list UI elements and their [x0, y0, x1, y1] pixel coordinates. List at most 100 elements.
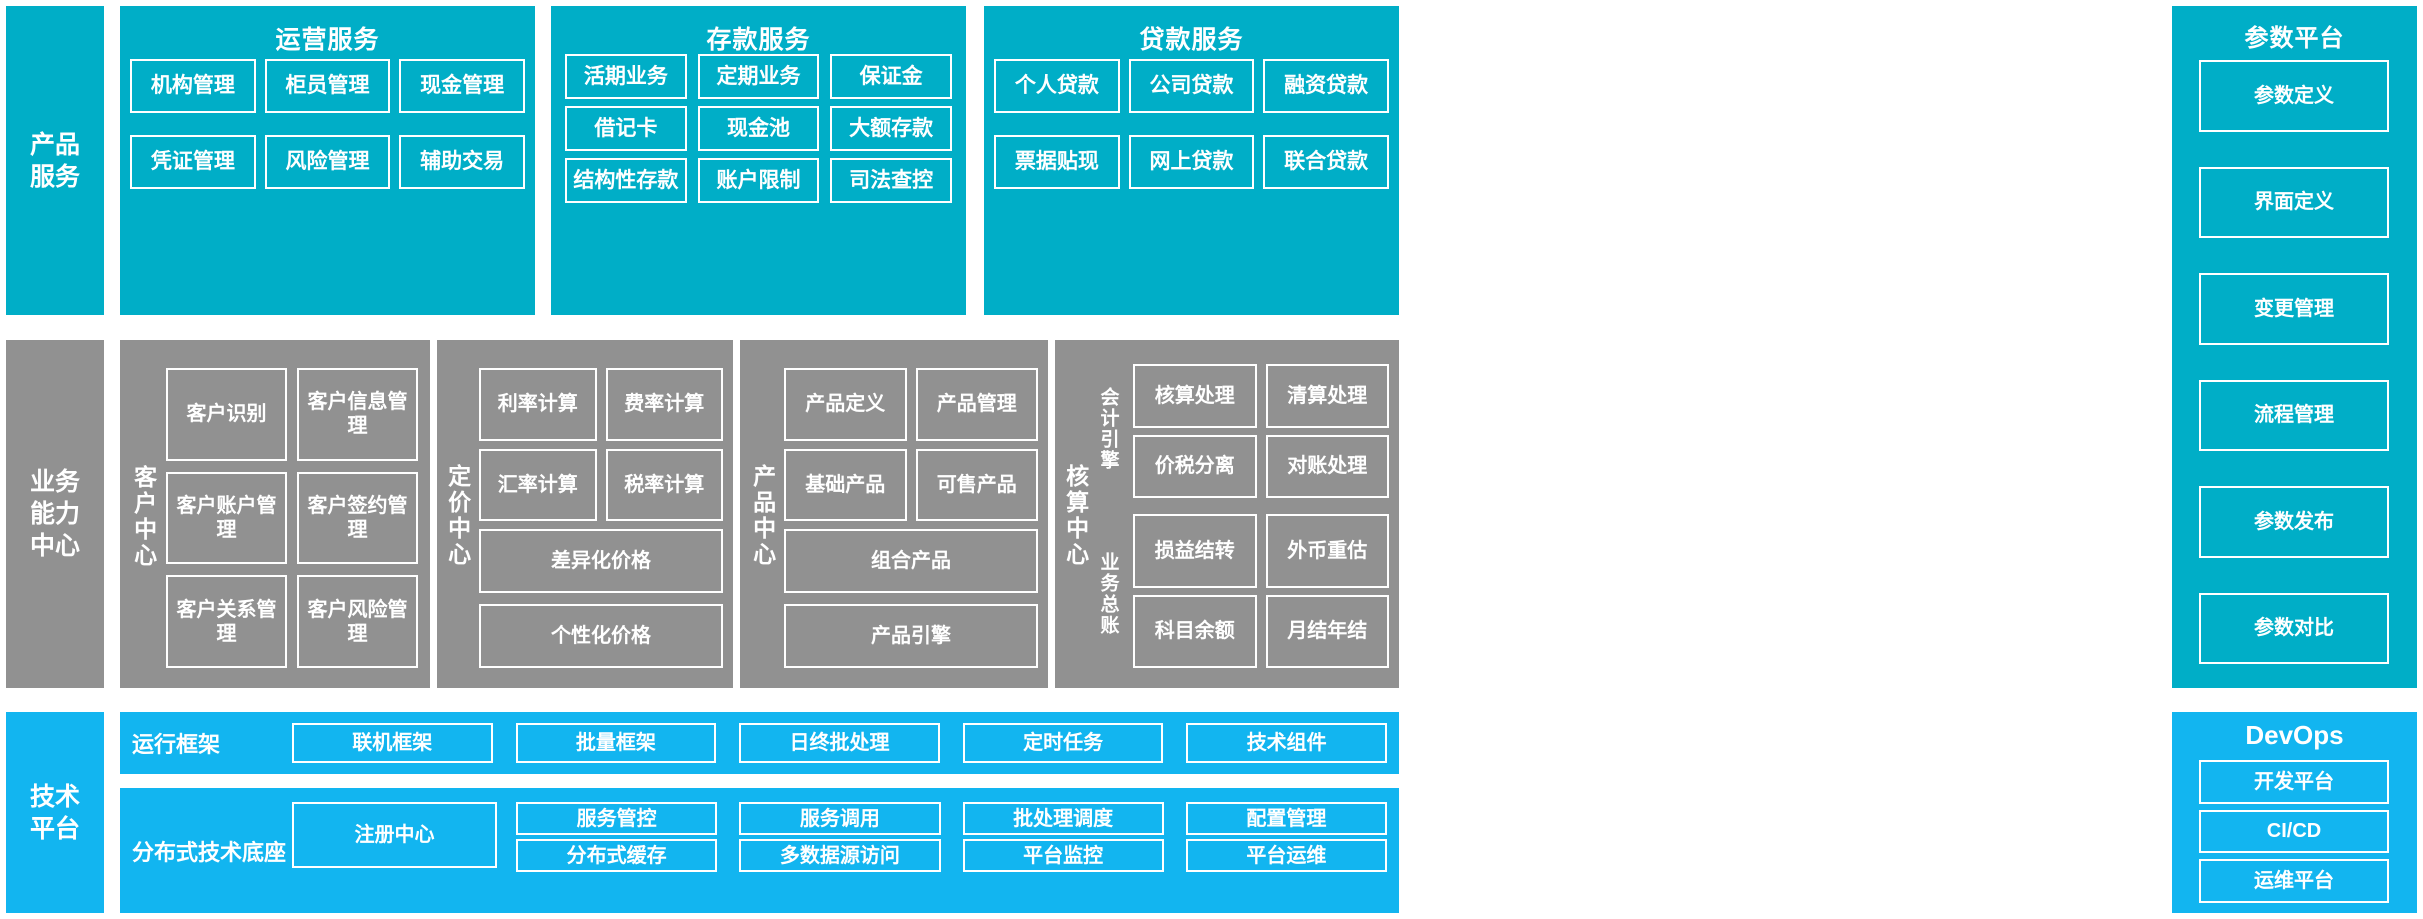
cell-deposit-2[interactable]: 保证金 — [830, 54, 952, 99]
cell-accounting-engine-0[interactable]: 核算处理 — [1133, 364, 1257, 428]
cell-pricing-wide-0[interactable]: 差异化价格 — [479, 529, 723, 593]
cell-operation-5[interactable]: 辅助交易 — [399, 135, 525, 189]
cell-parameter-1[interactable]: 界面定义 — [2199, 166, 2389, 238]
cell-parameter-2[interactable]: 变更管理 — [2199, 273, 2389, 345]
sub-label-accounting-engine: 会计引擎 — [1097, 387, 1119, 471]
cell-dist-bot-1[interactable]: 多数据源访问 — [739, 839, 941, 872]
row-runtime-framework: 运行框架 联机框架 批量框架 日终批处理 定时任务 技术组件 — [120, 712, 1399, 774]
side-label-accounting-center: 核算中心 — [1062, 464, 1089, 568]
cell-accounting-engine-1[interactable]: 清算处理 — [1265, 364, 1389, 428]
cell-accounting-engine-3[interactable]: 对账处理 — [1265, 434, 1389, 498]
cell-pricing-3[interactable]: 税率计算 — [605, 448, 723, 521]
cell-general-ledger-3[interactable]: 月结年结 — [1265, 594, 1389, 668]
cell-dist-top-0[interactable]: 服务管控 — [516, 802, 718, 835]
group-title-loan-service: 贷款服务 — [1139, 26, 1244, 54]
cell-operation-4[interactable]: 风险管理 — [264, 135, 391, 189]
sub-label-general-ledger: 业务总账 — [1097, 552, 1119, 636]
accounting-engine-grid: 核算处理 清算处理 价税分离 对账处理 — [1133, 364, 1389, 498]
product-center-grid-top: 产品定义 产品管理 基础产品 可售产品 — [784, 368, 1038, 521]
cell-devops-2[interactable]: 运维平台 — [2199, 859, 2389, 903]
group-pricing-center: 定价中心 利率计算 费率计算 汇率计算 税率计算 差异化价格 个性化价格 — [437, 340, 733, 688]
cell-accounting-engine-2[interactable]: 价税分离 — [1133, 434, 1257, 498]
group-title-deposit-service: 存款服务 — [706, 26, 811, 54]
cell-product-2[interactable]: 基础产品 — [784, 448, 907, 521]
layer-label-product-service: 产品服务 — [6, 6, 104, 315]
cell-pricing-0[interactable]: 利率计算 — [479, 368, 597, 441]
cell-dist-bot-0[interactable]: 分布式缓存 — [516, 839, 718, 872]
cell-pricing-1[interactable]: 费率计算 — [605, 368, 723, 441]
cell-loan-5[interactable]: 联合贷款 — [1263, 135, 1389, 189]
cell-product-3[interactable]: 可售产品 — [915, 448, 1038, 521]
cell-product-wide-1[interactable]: 产品引擎 — [784, 604, 1038, 668]
cell-pricing-wide-1[interactable]: 个性化价格 — [479, 604, 723, 668]
devops-grid: 开发平台 CI/CD 运维平台 — [2199, 760, 2389, 903]
cell-devops-0[interactable]: 开发平台 — [2199, 760, 2389, 804]
cell-loan-2[interactable]: 融资贷款 — [1263, 59, 1389, 113]
customer-center-grid: 客户识别 客户信息管理 客户账户管理 客户签约管理 客户关系管理 客户风险管理 — [166, 368, 418, 668]
cell-deposit-8[interactable]: 司法查控 — [830, 158, 952, 203]
pricing-center-grid-top: 利率计算 费率计算 汇率计算 税率计算 — [479, 368, 723, 521]
cell-general-ledger-2[interactable]: 科目余额 — [1133, 594, 1257, 668]
cell-deposit-4[interactable]: 现金池 — [697, 106, 820, 151]
cell-parameter-3[interactable]: 流程管理 — [2199, 379, 2389, 451]
group-customer-center: 客户中心 客户识别 客户信息管理 客户账户管理 客户签约管理 客户关系管理 客户… — [120, 340, 430, 688]
cell-runtime-0[interactable]: 联机框架 — [292, 723, 493, 763]
cell-loan-0[interactable]: 个人贷款 — [994, 59, 1120, 113]
cell-loan-3[interactable]: 票据贴现 — [994, 135, 1120, 189]
cell-customer-0[interactable]: 客户识别 — [166, 368, 287, 461]
cell-dist-top-2[interactable]: 批处理调度 — [962, 802, 1164, 835]
cell-runtime-4[interactable]: 技术组件 — [1186, 723, 1387, 763]
cell-parameter-0[interactable]: 参数定义 — [2199, 60, 2389, 132]
cell-loan-1[interactable]: 公司贷款 — [1128, 59, 1255, 113]
cell-deposit-7[interactable]: 账户限制 — [697, 158, 820, 203]
layer-label-technical-platform: 技术平台 — [6, 712, 104, 913]
cell-deposit-0[interactable]: 活期业务 — [565, 54, 687, 99]
distributed-foundation-grid: 服务管控 服务调用 批处理调度 配置管理 分布式缓存 多数据源访问 平台监控 平… — [516, 802, 1387, 872]
panel-devops: DevOps 开发平台 CI/CD 运维平台 — [2172, 712, 2417, 913]
cell-product-0[interactable]: 产品定义 — [784, 368, 907, 441]
cell-customer-5[interactable]: 客户风险管理 — [297, 575, 418, 668]
cell-general-ledger-1[interactable]: 外币重估 — [1265, 514, 1389, 588]
row-label-runtime-framework: 运行框架 — [132, 732, 221, 757]
side-label-product-center: 产品中心 — [749, 464, 776, 568]
cell-deposit-6[interactable]: 结构性存款 — [565, 158, 687, 203]
cell-product-1[interactable]: 产品管理 — [915, 368, 1038, 441]
cell-dist-top-3[interactable]: 配置管理 — [1185, 802, 1387, 835]
cell-customer-2[interactable]: 客户账户管理 — [166, 471, 287, 565]
cell-deposit-5[interactable]: 大额存款 — [830, 106, 952, 151]
cell-operation-3[interactable]: 凭证管理 — [130, 135, 256, 189]
cell-deposit-3[interactable]: 借记卡 — [565, 106, 687, 151]
cell-customer-4[interactable]: 客户关系管理 — [166, 575, 287, 668]
cell-pricing-2[interactable]: 汇率计算 — [479, 448, 597, 521]
cell-parameter-4[interactable]: 参数发布 — [2199, 486, 2389, 558]
parameter-platform-grid: 参数定义 界面定义 变更管理 流程管理 参数发布 参数对比 — [2199, 60, 2389, 664]
cell-operation-1[interactable]: 柜员管理 — [264, 59, 391, 113]
row-label-distributed-foundation: 分布式技术底座 — [132, 839, 287, 865]
cell-dist-bot-3[interactable]: 平台运维 — [1185, 839, 1387, 872]
cell-dist-bot-2[interactable]: 平台监控 — [962, 839, 1164, 872]
cell-product-wide-0[interactable]: 组合产品 — [784, 529, 1038, 593]
cell-devops-1[interactable]: CI/CD — [2199, 809, 2389, 854]
group-operation-service: 运营服务 机构管理 柜员管理 现金管理 凭证管理 风险管理 辅助交易 — [120, 6, 535, 315]
panel-parameter-platform: 参数平台 参数定义 界面定义 变更管理 流程管理 参数发布 参数对比 — [2172, 6, 2417, 688]
cell-runtime-3[interactable]: 定时任务 — [962, 723, 1164, 763]
cell-operation-0[interactable]: 机构管理 — [130, 59, 256, 113]
cell-runtime-1[interactable]: 批量框架 — [515, 723, 717, 763]
cell-deposit-1[interactable]: 定期业务 — [697, 54, 820, 99]
cell-loan-4[interactable]: 网上贷款 — [1128, 135, 1255, 189]
loan-service-grid: 个人贷款 公司贷款 融资贷款 票据贴现 网上贷款 联合贷款 — [994, 59, 1389, 304]
group-product-center: 产品中心 产品定义 产品管理 基础产品 可售产品 组合产品 产品引擎 — [740, 340, 1048, 688]
deposit-service-grid: 活期业务 定期业务 保证金 借记卡 现金池 大额存款 结构性存款 账户限制 司法… — [565, 54, 952, 304]
cell-dist-top-1[interactable]: 服务调用 — [739, 802, 941, 835]
cell-operation-2[interactable]: 现金管理 — [399, 59, 525, 113]
cell-customer-1[interactable]: 客户信息管理 — [297, 368, 418, 461]
cell-general-ledger-0[interactable]: 损益结转 — [1133, 514, 1257, 588]
layer-label-business-capability-center: 业务能力中心 — [6, 340, 104, 688]
cell-runtime-2[interactable]: 日终批处理 — [739, 723, 940, 763]
group-accounting-center: 核算中心 会计引擎 业务总账 核算处理 清算处理 价税分离 对账处理 损益结转 … — [1055, 340, 1399, 688]
cell-registry-center[interactable]: 注册中心 — [292, 802, 497, 868]
cell-customer-3[interactable]: 客户签约管理 — [297, 471, 418, 565]
panel-title-devops: DevOps — [2245, 720, 2344, 750]
cell-parameter-5[interactable]: 参数对比 — [2199, 592, 2389, 664]
group-title-operation-service: 运营服务 — [275, 26, 380, 54]
